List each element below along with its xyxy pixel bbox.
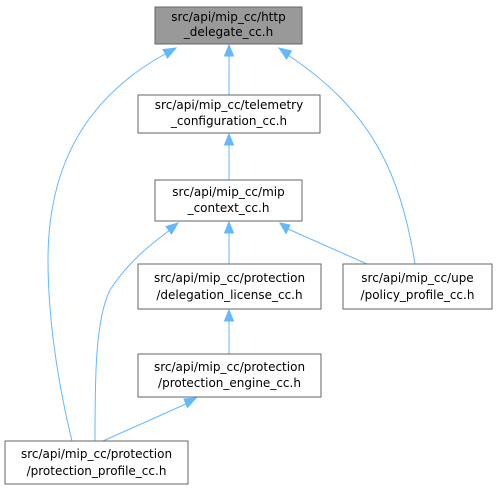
edge-protection-profile-to-protection-engine [102, 402, 189, 442]
node-label-line2: _delegate_cc.h [183, 25, 273, 39]
node-label-line1: src/api/mip_cc/protection [154, 271, 305, 285]
node-label-line1: src/api/mip_cc/http [171, 10, 285, 24]
node-label-line2: _context_cc.h [187, 201, 270, 215]
node-protection-profile[interactable]: src/api/mip_cc/protection /protection_pr… [4, 440, 189, 485]
arrowhead [277, 47, 293, 60]
node-label-line1: src/api/mip_cc/telemetry [155, 98, 303, 112]
edge-protection-profile-to-http-delegate [47, 53, 166, 442]
node-policy-profile[interactable]: src/api/mip_cc/upe /policy_profile_cc.h [342, 263, 493, 310]
arrowhead [165, 222, 180, 235]
node-label-line1: src/api/mip_cc/protection [154, 360, 305, 374]
node-box [342, 263, 493, 310]
arrowhead [279, 222, 291, 235]
edge-policy-profile-to-context [287, 228, 377, 269]
node-label-line2: /delegation_license_cc.h [156, 288, 302, 302]
arrowhead [183, 397, 198, 409]
arrowhead [223, 308, 235, 322]
node-box [137, 353, 322, 398]
node-label-line1: src/api/mip_cc/protection [21, 447, 172, 461]
node-box [154, 179, 303, 222]
node-label-line1: src/api/mip_cc/mip [172, 185, 284, 199]
arrowhead [223, 220, 235, 234]
node-box [4, 440, 189, 485]
arrowhead [162, 47, 178, 59]
edges [47, 43, 416, 442]
node-label-line2: /policy_profile_cc.h [361, 288, 475, 302]
arrowhead [223, 43, 235, 57]
edge-policy-profile-to-http-delegate [287, 54, 416, 265]
node-label-line1: src/api/mip_cc/upe [361, 271, 473, 285]
arrowhead [223, 132, 235, 146]
node-protection-engine[interactable]: src/api/mip_cc/protection /protection_en… [137, 353, 322, 398]
node-telemetry-configuration[interactable]: src/api/mip_cc/telemetry _configuration_… [137, 94, 321, 134]
node-label-line2: /protection_profile_cc.h [27, 464, 167, 478]
node-box [137, 263, 322, 310]
edge-protection-profile-to-context [94, 229, 171, 442]
node-delegation-license[interactable]: src/api/mip_cc/protection /delegation_li… [137, 263, 322, 310]
node-label-line2: /protection_engine_cc.h [158, 376, 301, 390]
node-mip-context[interactable]: src/api/mip_cc/mip _context_cc.h [154, 179, 303, 222]
node-box [154, 6, 303, 45]
node-box [137, 94, 321, 134]
node-http-delegate[interactable]: src/api/mip_cc/http _delegate_cc.h [154, 6, 303, 45]
node-label-line2: _configuration_cc.h [170, 114, 287, 128]
